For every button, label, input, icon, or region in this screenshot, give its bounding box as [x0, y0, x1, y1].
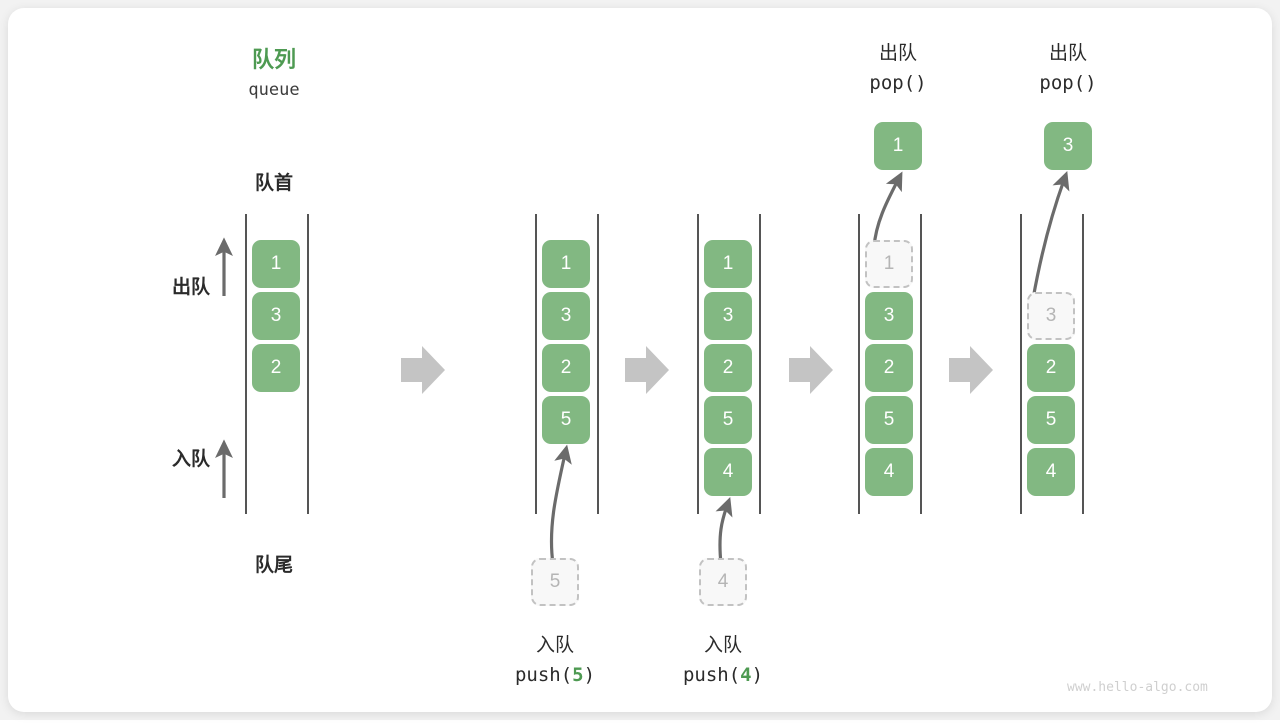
queue-cell: 2: [542, 344, 590, 392]
pop-3-arrow: [1031, 170, 1070, 300]
queue-rail-right: [920, 214, 922, 514]
queue-cell: 3: [252, 292, 300, 340]
op-suffix: ): [751, 664, 764, 686]
push-5-op-label: 入队: [535, 635, 574, 656]
incoming-element-ghost: 4: [699, 558, 747, 606]
queue-cell: 2: [865, 344, 913, 392]
queue-cell: 1: [252, 240, 300, 288]
queue-rail-right: [759, 214, 761, 514]
pop-3-op-label: 出队: [1048, 43, 1087, 64]
queue-cell-ghost: 3: [1027, 292, 1075, 340]
pop-1-op-label: 出队: [878, 43, 917, 64]
popped-element: 1: [874, 122, 922, 170]
queue-rail-right: [1082, 214, 1084, 514]
queue-rail-left: [1020, 214, 1022, 514]
push-4-arrow: [715, 496, 733, 565]
queue-cell: 4: [865, 448, 913, 496]
transition-arrow: [949, 346, 993, 394]
queue-rail-left: [535, 214, 537, 514]
queue-cell: 2: [252, 344, 300, 392]
queue-cell: 2: [1027, 344, 1075, 392]
op-prefix: push(: [682, 664, 741, 686]
queue-cell: 5: [704, 396, 752, 444]
pop-1-op-code: pop(): [869, 72, 927, 94]
diagram-content: 队列 queue 队首 队尾 出队 入队 1 3 2 1 3 2 5: [8, 8, 1272, 712]
queue-head-label: 队首: [254, 173, 293, 194]
arrow-layer: [215, 170, 1070, 565]
page-subtitle: queue: [248, 80, 300, 100]
queue-cell: 1: [704, 240, 752, 288]
op-argument: 5: [572, 664, 584, 686]
queue-cell: 1: [542, 240, 590, 288]
push-4-op-label: 入队: [703, 635, 742, 656]
dequeue-label: 出队: [171, 277, 210, 298]
queue-rail-left: [245, 214, 247, 514]
queue-cell: 5: [1027, 396, 1075, 444]
queue-cell: 3: [542, 292, 590, 340]
queue-cell: 4: [704, 448, 752, 496]
queue-cell: 4: [1027, 448, 1075, 496]
transition-arrow: [625, 346, 669, 394]
pop-1-arrow: [872, 171, 903, 248]
queue-rail-left: [858, 214, 860, 514]
queue-cell-ghost: 1: [865, 240, 913, 288]
queue-rail-right: [597, 214, 599, 514]
page-title: 队列: [251, 47, 296, 72]
queue-rail-right: [307, 214, 309, 514]
queue-cell: 5: [542, 396, 590, 444]
incoming-element-ghost: 5: [531, 558, 579, 606]
pop-3-op-code: pop(): [1039, 72, 1097, 94]
push-5-op-code: push(5): [485, 664, 625, 686]
diagram-card: 队列 queue 队首 队尾 出队 入队 1 3 2 1 3 2 5: [8, 8, 1272, 712]
op-prefix: push(: [514, 664, 573, 686]
enqueue-label: 入队: [171, 449, 210, 470]
push-4-op-code: push(4): [653, 664, 793, 686]
queue-cell: 3: [704, 292, 752, 340]
op-suffix: ): [583, 664, 596, 686]
queue-cell: 5: [865, 396, 913, 444]
transition-arrow: [401, 346, 445, 394]
watermark: www.hello-algo.com: [1067, 680, 1208, 695]
transition-arrow: [789, 346, 833, 394]
queue-rail-left: [697, 214, 699, 514]
push-5-arrow: [549, 444, 572, 565]
op-argument: 4: [740, 664, 752, 686]
queue-tail-label: 队尾: [254, 555, 293, 576]
queue-cell: 3: [865, 292, 913, 340]
queue-cell: 2: [704, 344, 752, 392]
popped-element: 3: [1044, 122, 1092, 170]
